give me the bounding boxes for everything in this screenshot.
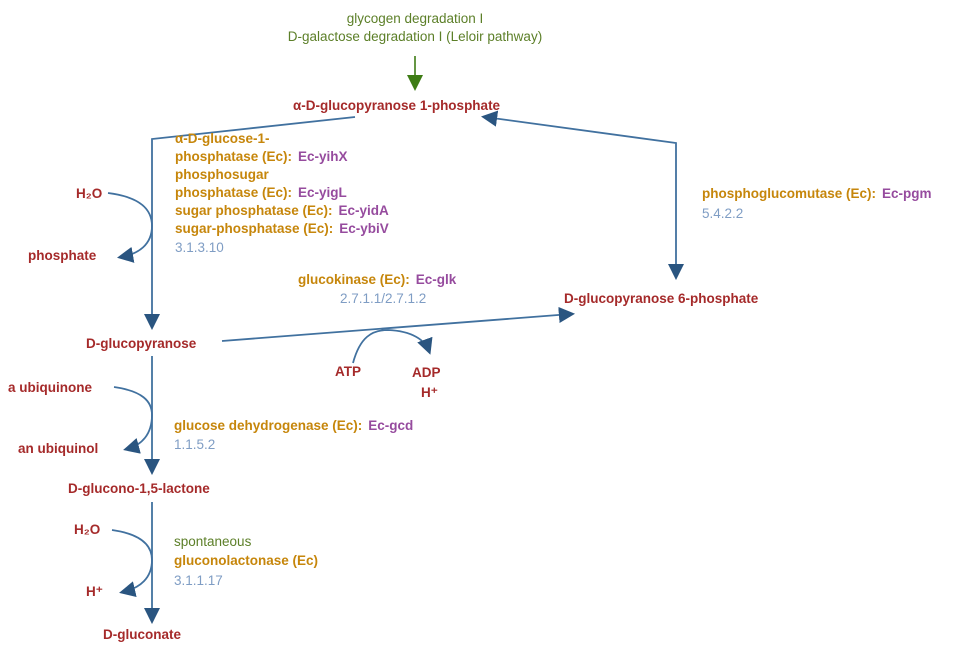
metabolite-ubiquinol[interactable]: an ubiquinol xyxy=(18,441,99,456)
gene-gcd[interactable]: Ec-gcd xyxy=(368,418,414,433)
arrow-g1p-g6p-reversible xyxy=(480,110,685,281)
arc-atp-adp xyxy=(352,329,433,364)
enzyme-sugar-phosphatase-ybiV[interactable]: sugar-phosphatase (Ec): xyxy=(175,221,334,236)
metabolite-h-plus-mid[interactable]: H⁺ xyxy=(421,385,438,400)
enzyme-row-yigL: phosphatase (Ec): Ec-yigL xyxy=(175,185,347,201)
enzyme-row-yidA: sugar phosphatase (Ec): Ec-yidA xyxy=(175,203,389,219)
gene-pgm[interactable]: Ec-pgm xyxy=(882,186,932,201)
enzyme-row-yihX: phosphatase (Ec): Ec-yihX xyxy=(175,149,348,165)
metabolite-h2o-top[interactable]: H₂O xyxy=(76,186,103,201)
metabolite-d-glucopyranose[interactable]: D-glucopyranose xyxy=(86,336,197,351)
metabolite-h2o-bottom[interactable]: H₂O xyxy=(74,522,101,537)
arrow-g1p-to-glucopyranose xyxy=(143,116,356,331)
gene-yihX[interactable]: Ec-yihX xyxy=(298,149,348,164)
ec-number-glucose-dehydrogenase[interactable]: 1.1.5.2 xyxy=(174,437,216,452)
metabolite-phosphate[interactable]: phosphate xyxy=(28,248,97,263)
metabolite-g6p[interactable]: D-glucopyranose 6-phosphate xyxy=(564,291,759,306)
ec-number-glucokinase[interactable]: 2.7.1.1/2.7.1.2 xyxy=(340,291,427,306)
gene-yigL[interactable]: Ec-yigL xyxy=(298,185,347,200)
arrow-glucopyranose-to-g6p xyxy=(221,306,576,342)
arc-ubiquinone-ubiquinol xyxy=(113,386,153,454)
enzyme-row-glucokinase: glucokinase (Ec): Ec-glk xyxy=(298,272,456,288)
enzyme-glucokinase[interactable]: glucokinase (Ec): xyxy=(298,272,410,287)
metabolite-ubiquinone[interactable]: a ubiquinone xyxy=(8,380,92,395)
enzyme-row-phosphoglucomutase: phosphoglucomutase (Ec): Ec-pgm xyxy=(702,186,932,202)
enzyme-gluconolactonase[interactable]: gluconolactonase (Ec) xyxy=(174,553,319,568)
ec-number-phosphoglucomutase[interactable]: 5.4.2.2 xyxy=(702,206,744,221)
enzyme-phosphoglucomutase[interactable]: phosphoglucomutase (Ec): xyxy=(702,186,877,201)
ec-number-phosphatase[interactable]: 3.1.3.10 xyxy=(175,240,224,255)
metabolite-lactone[interactable]: D-glucono-1,5-lactone xyxy=(68,481,210,496)
metabolite-adp[interactable]: ADP xyxy=(412,365,441,380)
enzyme-glucose-1-phosphatase-line1[interactable]: α-D-glucose-1- xyxy=(175,131,270,146)
gene-ybiV[interactable]: Ec-ybiV xyxy=(339,221,389,236)
enzyme-row-glucose-dehydrogenase: glucose dehydrogenase (Ec): Ec-gcd xyxy=(174,418,413,434)
enzyme-row-ybiV: sugar-phosphatase (Ec): Ec-ybiV xyxy=(175,221,389,237)
enzyme-phosphatase-yihX[interactable]: phosphatase (Ec): xyxy=(175,149,293,164)
pathway-link-glycogen[interactable]: glycogen degradation I xyxy=(346,11,484,26)
metabolite-h-plus-bottom[interactable]: H⁺ xyxy=(86,584,103,599)
label-spontaneous: spontaneous xyxy=(174,534,252,549)
incoming-pathways: glycogen degradation I D-galactose degra… xyxy=(150,10,680,46)
enzyme-phosphosugar-line[interactable]: phosphosugar xyxy=(175,167,269,182)
metabolite-gluconate[interactable]: D-gluconate xyxy=(103,627,182,642)
arc-h2o-hplus xyxy=(111,529,153,598)
enzyme-sugar-phosphatase-yidA[interactable]: sugar phosphatase (Ec): xyxy=(175,203,333,218)
ec-number-gluconolactonase[interactable]: 3.1.1.17 xyxy=(174,573,223,588)
enzyme-glucose-dehydrogenase[interactable]: glucose dehydrogenase (Ec): xyxy=(174,418,363,433)
enzyme-phosphatase-yigL[interactable]: phosphatase (Ec): xyxy=(175,185,293,200)
gene-glk[interactable]: Ec-glk xyxy=(415,272,457,287)
gene-yidA[interactable]: Ec-yidA xyxy=(338,203,389,218)
pathway-link-galactose[interactable]: D-galactose degradation I (Leloir pathwa… xyxy=(287,29,543,44)
metabolite-g1p[interactable]: α-D-glucopyranose 1-phosphate xyxy=(293,98,501,113)
metabolite-atp[interactable]: ATP xyxy=(335,364,361,379)
arc-h2o-phosphate xyxy=(107,192,153,263)
